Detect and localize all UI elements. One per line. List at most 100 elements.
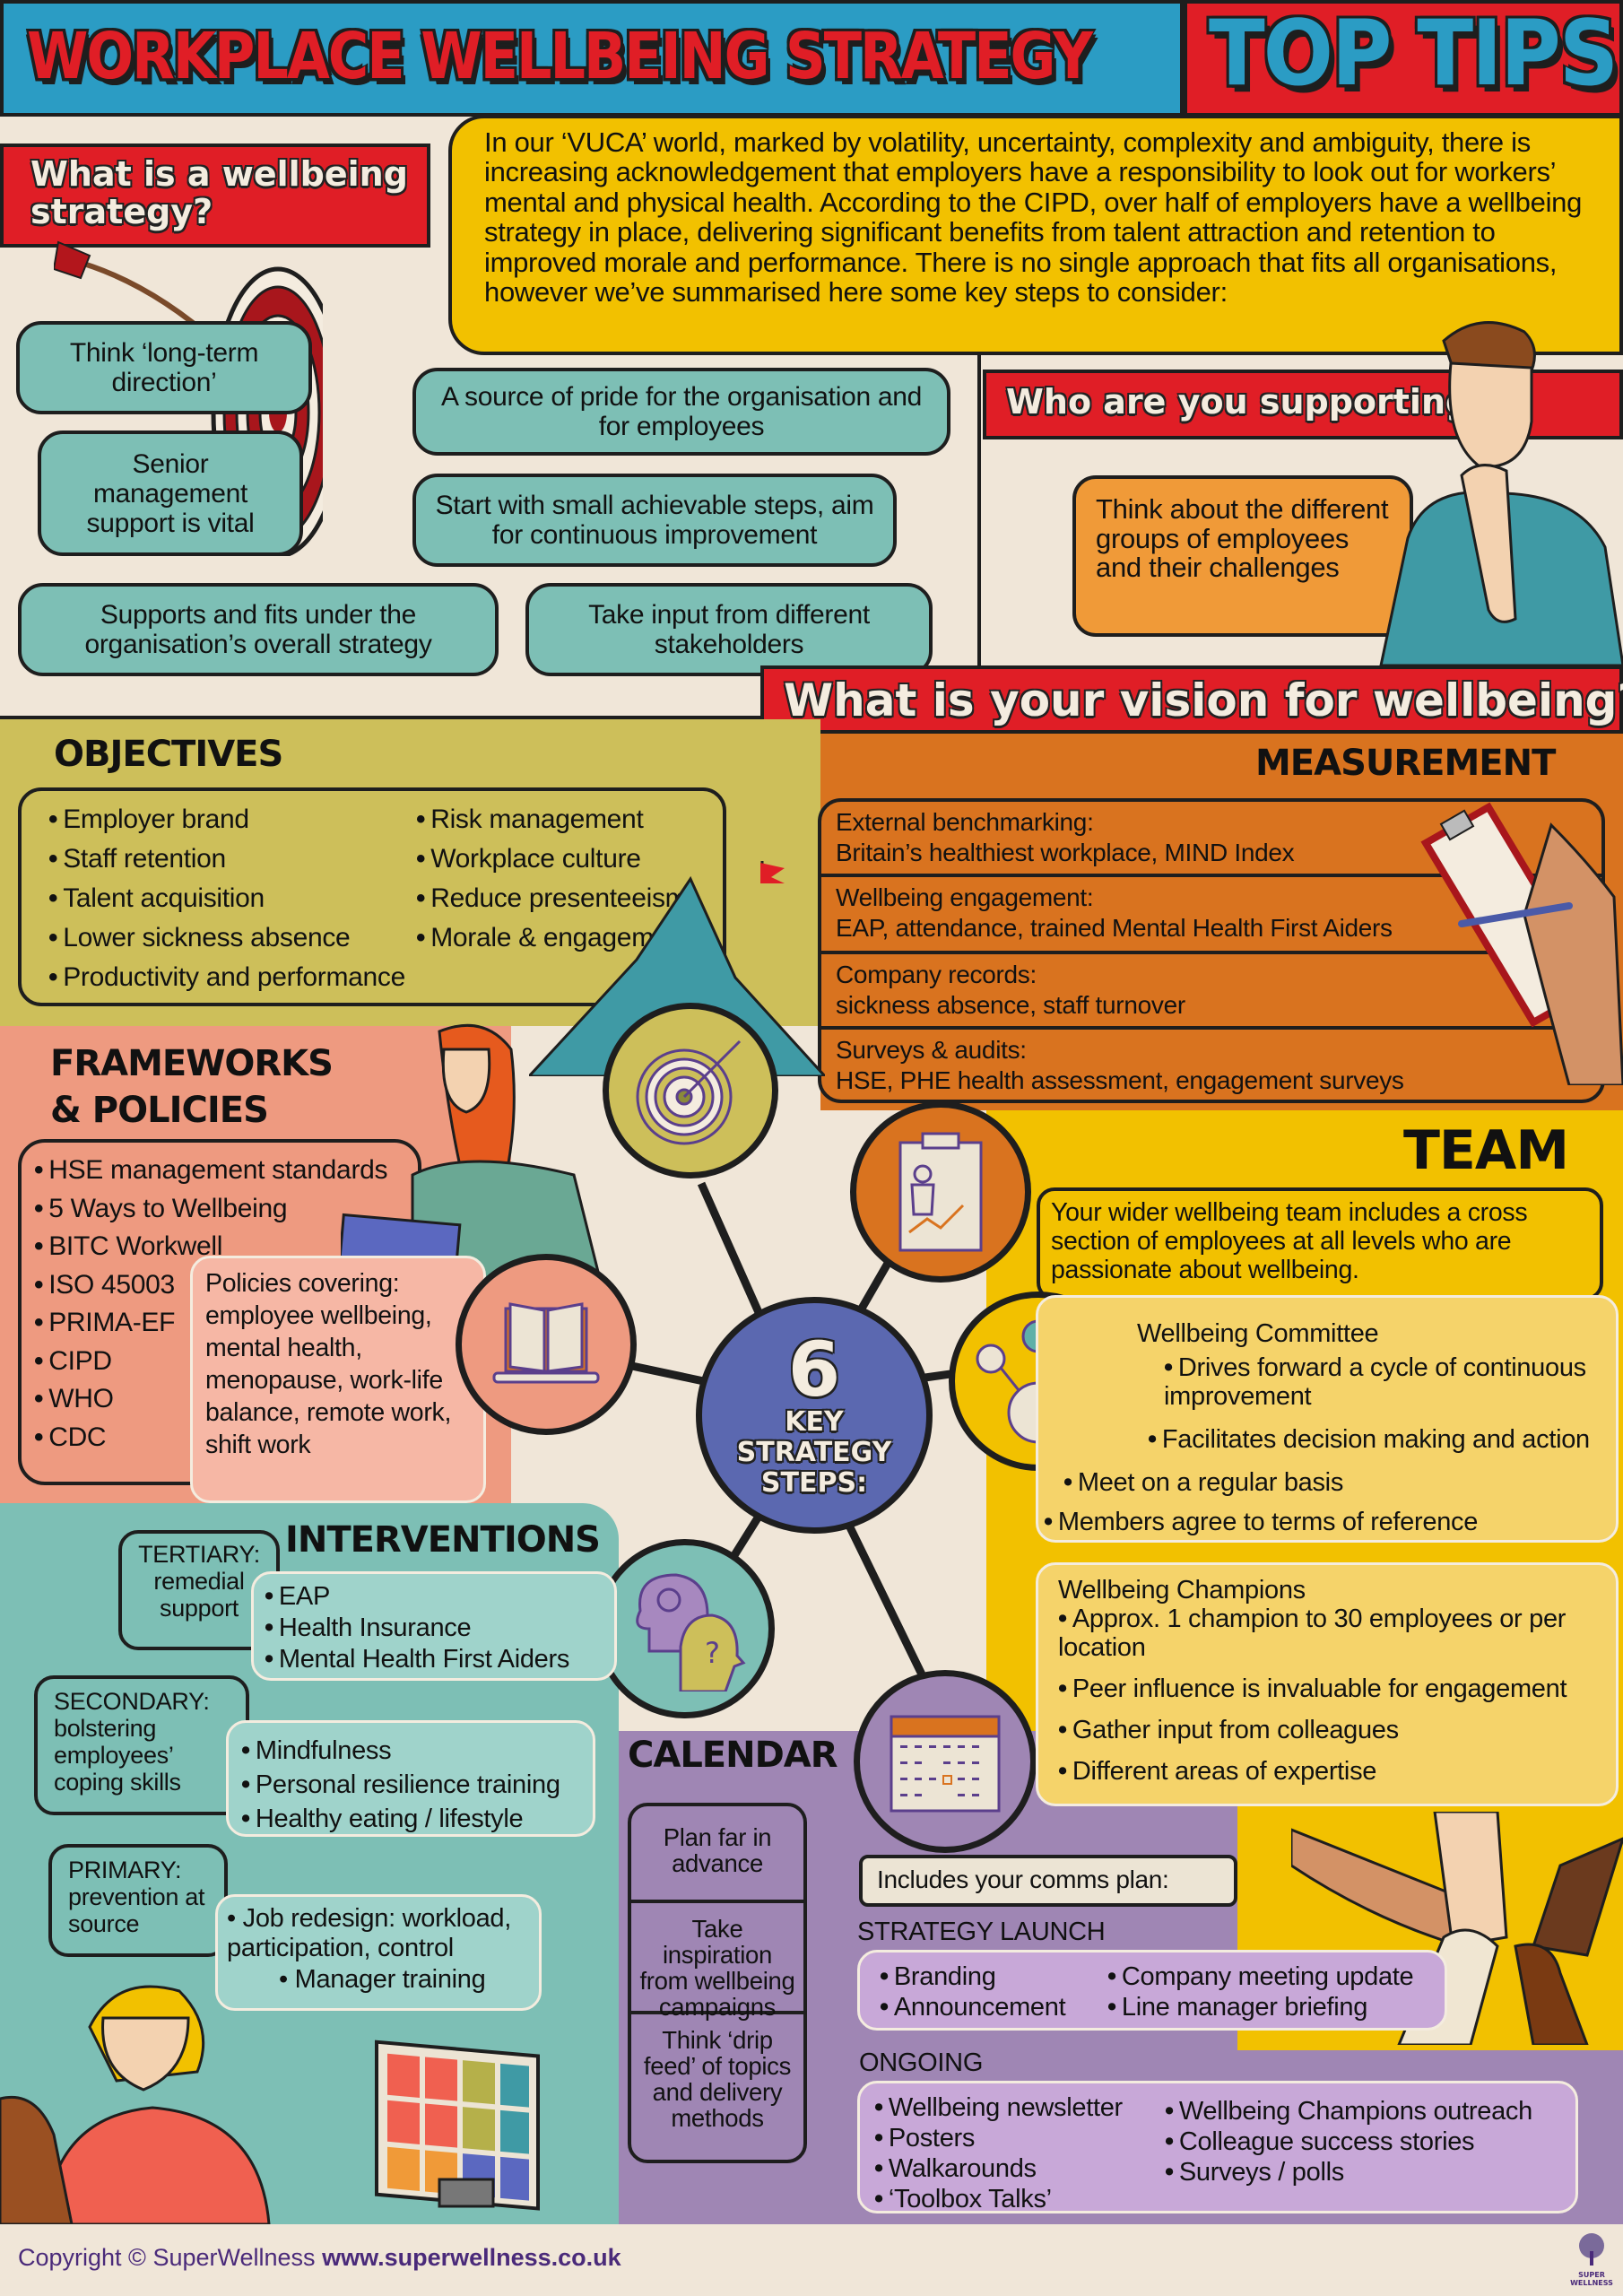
policies-title: Policies covering: — [205, 1269, 400, 1298]
vision-heading-banner: What is your vision for wellbeing? — [760, 665, 1623, 734]
framework-item: ISO 45003 — [34, 1266, 405, 1305]
section-divider — [0, 716, 760, 719]
key-strategy-steps-hub: 6 KEY STRATEGY STEPS: — [696, 1297, 933, 1534]
intervention-item: Mindfulness — [241, 1734, 580, 1768]
tree-logo-icon — [1579, 2233, 1604, 2266]
website-link[interactable]: www.superwellness.co.uk — [322, 2244, 621, 2271]
intervention-item: Healthy eating / lifestyle — [241, 1802, 580, 1836]
launch-item: Company meeting update — [1107, 1961, 1414, 1992]
champion-item: Approx. 1 champion to 30 employees or pe… — [1058, 1605, 1596, 1662]
intervention-item-text: Manager training — [294, 1965, 486, 1994]
measurement-row: Surveys & audits: HSE, PHE health assess… — [821, 1030, 1601, 1100]
intro-panel: In our ‘VUCA’ world, marked by volatilit… — [448, 115, 1623, 355]
open-book-laptop-icon — [492, 1302, 600, 1384]
interventions-heading: INTERVENTIONS — [285, 1519, 601, 1561]
committee-item: Drives forward a cycle of continuous imp… — [1164, 1353, 1594, 1411]
framework-item: PRIMA-EF — [34, 1304, 405, 1343]
logo-text: SUPER WELLNESS — [1570, 2271, 1613, 2287]
framework-item: 5 Ways to Wellbeing — [34, 1190, 405, 1229]
objectives-list-right: Risk management Workplace culture Reduce… — [416, 800, 690, 958]
tier-desc: bolstering employees’ coping skills — [54, 1715, 181, 1796]
committee-list: Members agree to terms of reference — [1044, 1508, 1479, 1536]
measurement-label: Surveys & audits: — [836, 1036, 1027, 1064]
strategy-launch-heading: STRATEGY LAUNCH — [857, 1918, 1106, 1946]
interventions-step-circle: ? — [595, 1539, 775, 1718]
tip-long-term: Think ‘long-term direction’ — [16, 321, 312, 414]
objectives-panel: Employer brand Staff retention Talent ac… — [18, 787, 726, 1006]
objective-item: Staff retention — [48, 839, 405, 879]
calendar-tip: Think ‘drip feed’ of topics and delivery… — [643, 2026, 792, 2132]
steps-count: 6 — [787, 1326, 841, 1413]
vision-heading: What is your vision for wellbeing? — [784, 674, 1623, 726]
ongoing-item: Walkarounds — [874, 2153, 1123, 2184]
ongoing-list-right: Wellbeing Champions outreach Colleague s… — [1165, 2096, 1532, 2187]
ongoing-list-left: Wellbeing newsletter Posters Walkarounds… — [874, 2092, 1123, 2214]
celebrating-woman-illustration — [341, 1023, 603, 1283]
copyright-text: Copyright © SuperWellness — [18, 2244, 316, 2271]
calendar-icon — [890, 1715, 1001, 1813]
measurement-value: sickness absence, staff turnover — [836, 991, 1185, 1019]
measurement-row: Company records: sickness absence, staff… — [821, 954, 1601, 1030]
what-is-heading: What is a wellbeing strategy? — [30, 154, 408, 231]
objective-item: Reduce presenteeism — [416, 879, 690, 918]
svg-text:?: ? — [705, 1636, 720, 1670]
objectives-heading: OBJECTIVES — [54, 734, 283, 775]
comms-plan-label: Includes your comms plan: — [859, 1855, 1237, 1907]
primary-tier-box: PRIMARY: prevention at source — [48, 1844, 228, 1957]
wellbeing-champions-panel: Wellbeing Champions Approx. 1 champion t… — [1036, 1562, 1619, 1806]
who-panel: Think about the different groups of empl… — [1072, 475, 1413, 637]
clipboard-report-icon — [898, 1132, 983, 1252]
intervention-item: • Job redesign: workload, participation,… — [227, 1904, 512, 1962]
frameworks-step-circle — [456, 1254, 637, 1435]
committee-list: Drives forward a cycle of continuous imp… — [1164, 1353, 1594, 1411]
calendar-tips-panel: Plan far in advance Take inspiration fro… — [628, 1803, 807, 2163]
framework-item: BITC Workwell — [34, 1228, 405, 1266]
tier-level: TERTIARY: — [138, 1541, 260, 1568]
tip-source-of-pride: A source of pride for the organisation a… — [412, 368, 950, 456]
team-intro-text: Your wider wellbeing team includes a cro… — [1051, 1198, 1528, 1284]
policies-text: employee wellbeing, mental health, menop… — [205, 1301, 452, 1459]
launch-item: Line manager briefing — [1107, 1992, 1413, 2022]
committee-item: Members agree to terms of reference — [1044, 1508, 1479, 1536]
steps-label-steps: STEPS: — [760, 1467, 868, 1499]
header-top-tips-banner: TOP TIPS — [1184, 0, 1623, 117]
ongoing-item: Wellbeing Champions outreach — [1165, 2096, 1532, 2126]
framework-item: WHO — [34, 1380, 405, 1419]
tip-fits-strategy: Supports and fits under the organisation… — [18, 583, 499, 676]
footer: Copyright © SuperWellness www.superwelln… — [0, 2224, 1623, 2296]
champions-list: Approx. 1 champion to 30 employees or pe… — [1058, 1605, 1596, 1786]
measurement-row: External benchmarking: Britain’s healthi… — [821, 802, 1601, 877]
fist-bump-illustration — [1291, 1812, 1623, 2045]
superwellness-logo: SUPER WELLNESS — [1569, 2231, 1614, 2289]
team-heading: TEAM — [1403, 1119, 1569, 1182]
page-title: WORKPLACE WELLBEING STRATEGY — [27, 18, 1093, 94]
frameworks-heading: FRAMEWORKS & POLICIES — [50, 1040, 334, 1134]
section-divider — [977, 355, 981, 665]
tier-level: SECONDARY: — [54, 1688, 210, 1715]
framework-item: CDC — [34, 1419, 405, 1457]
secondary-items-panel: Mindfulness Personal resilience training… — [226, 1720, 595, 1837]
launch-list-right: Company meeting update Line manager brie… — [1107, 1961, 1414, 2022]
primary-items-panel: • Job redesign: workload, participation,… — [215, 1894, 542, 2011]
ongoing-item: ‘Toolbox Talks’ — [874, 2184, 1123, 2214]
intervention-item: EAP — [265, 1581, 603, 1613]
objective-item: Productivity and performance — [48, 958, 405, 997]
frameworks-heading-line1: FRAMEWORKS — [50, 1043, 334, 1084]
measurement-row: Wellbeing engagement: EAP, attendance, t… — [821, 877, 1601, 954]
intervention-item: Mental Health First Aiders — [265, 1644, 603, 1675]
secondary-list: Mindfulness Personal resilience training… — [241, 1734, 580, 1836]
objective-item: Risk management — [416, 800, 690, 839]
intervention-item: Health Insurance — [265, 1613, 603, 1644]
steps-label-key: KEY — [785, 1406, 844, 1438]
objective-item: Talent acquisition — [48, 879, 405, 918]
team-intro-panel: Your wider wellbeing team includes a cro… — [1037, 1187, 1603, 1300]
measurement-table: External benchmarking: Britain’s healthi… — [818, 798, 1605, 1103]
measurement-label: Wellbeing engagement: — [836, 883, 1094, 911]
measurement-value: EAP, attendance, trained Mental Health F… — [836, 914, 1393, 942]
tertiary-tier-box: TERTIARY: remedial support — [118, 1530, 280, 1650]
tier-desc: remedial support — [153, 1568, 245, 1622]
strategy-launch-panel: Branding Announcement Company meeting up… — [857, 1950, 1447, 2031]
measurement-value: HSE, PHE health assessment, engagement s… — [836, 1066, 1404, 1094]
clipboard-hand-illustration — [1420, 802, 1623, 1085]
frameworks-panel: HSE management standards 5 Ways to Wellb… — [18, 1139, 421, 1485]
